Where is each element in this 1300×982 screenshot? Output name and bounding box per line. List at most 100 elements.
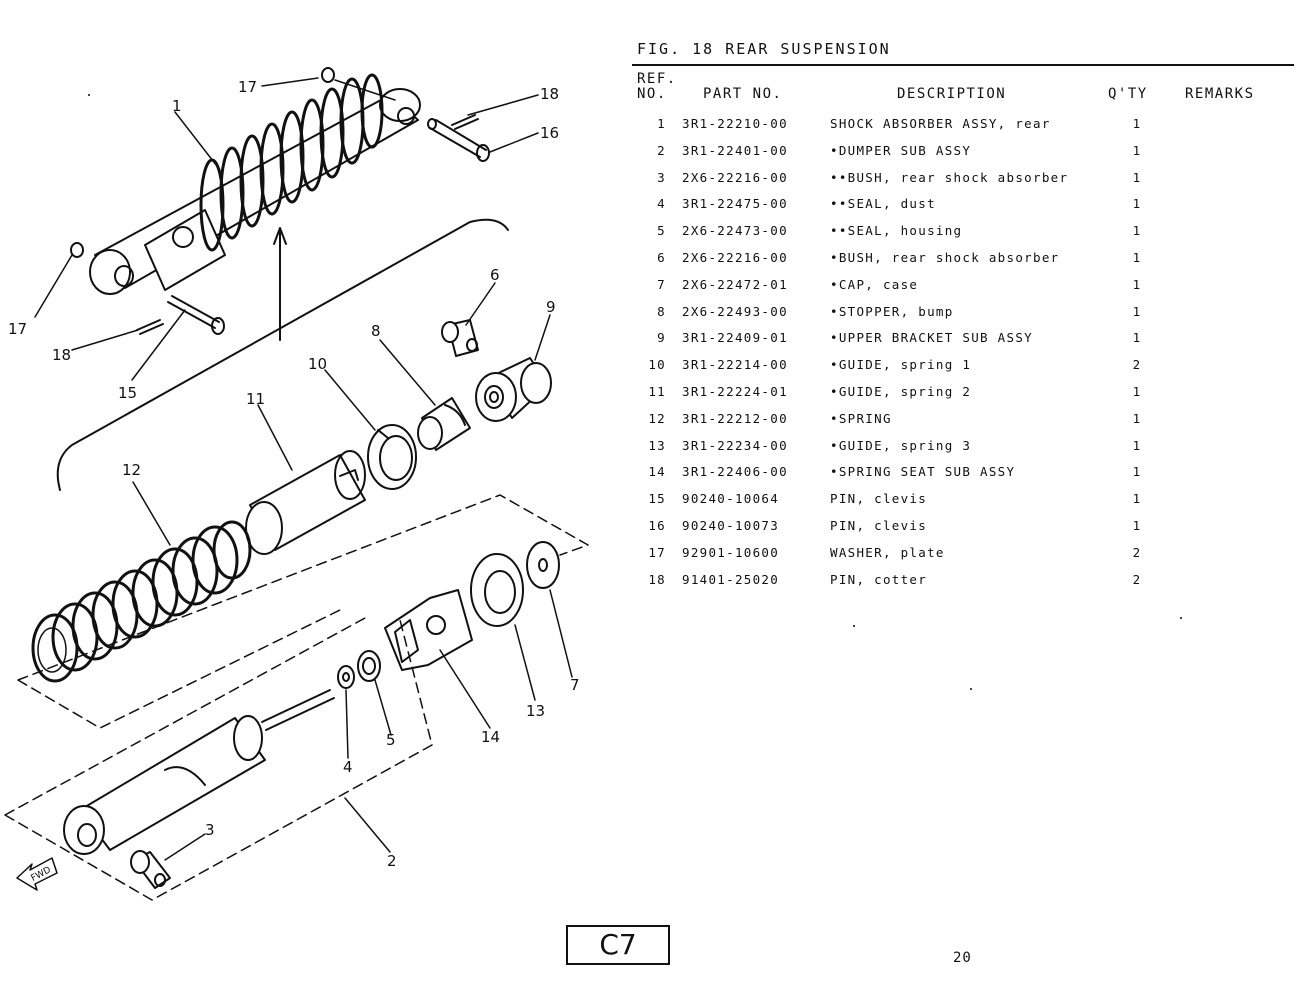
- description: PIN, clevis: [830, 491, 928, 507]
- header-ref-line2: NO.: [637, 86, 667, 102]
- table-row: 10 3R1-22214-00 •GUIDE, spring 1 2: [632, 352, 1294, 379]
- callout-1: 1: [172, 97, 182, 115]
- ref-no: 15: [648, 491, 666, 507]
- part-no: 90240-10073: [682, 517, 780, 533]
- qty: 2: [1132, 357, 1142, 373]
- header-description: DESCRIPTION: [897, 86, 1007, 102]
- callout-3: 3: [205, 821, 215, 839]
- bump-stopper-8: [417, 397, 471, 451]
- part-no: 2X6-22216-00: [682, 169, 788, 185]
- qty: 1: [1132, 169, 1142, 185]
- part-no: 2X6-22493-00: [682, 303, 788, 319]
- callout-15: 15: [118, 384, 137, 402]
- callout-8: 8: [371, 322, 381, 340]
- qty: 1: [1132, 303, 1142, 319]
- shock-absorber-assy: [89, 73, 421, 295]
- qty: 1: [1132, 142, 1142, 158]
- scan-speck: [853, 625, 855, 627]
- header-ref-line1: REF.: [637, 71, 677, 87]
- part-no: 3R1-22224-01: [682, 383, 788, 399]
- description: ••BUSH, rear shock absorber: [830, 169, 1069, 185]
- pin-16: [427, 118, 490, 162]
- ref-no: 17: [648, 544, 666, 560]
- ref-no: 4: [657, 196, 666, 212]
- description: •GUIDE, spring 1: [830, 357, 972, 373]
- part-no: 3R1-22214-00: [682, 357, 788, 373]
- scan-speck: [970, 688, 972, 690]
- upper-bracket-9: [475, 357, 552, 422]
- exploded-diagram: 17 18 16 1 17 18 15 6 9 8 10 11 12 3 4 5…: [0, 0, 640, 982]
- spring-seat-14: [384, 589, 473, 671]
- bush-3: [130, 850, 171, 889]
- qty: 1: [1132, 491, 1142, 507]
- damper-2: [63, 689, 335, 855]
- qty: 1: [1132, 330, 1142, 346]
- header-remarks: REMARKS: [1185, 86, 1255, 102]
- washer-17-top: [321, 67, 335, 83]
- ref-no: 5: [657, 223, 666, 239]
- qty: 1: [1132, 249, 1142, 265]
- part-no: 3R1-22409-01: [682, 330, 788, 346]
- spring-guide-13: [470, 553, 524, 627]
- qty: 1: [1132, 464, 1142, 480]
- ref-no: 10: [648, 357, 666, 373]
- ref-no: 13: [648, 437, 666, 453]
- scan-speck: [88, 94, 90, 96]
- washer-17-left: [70, 242, 84, 258]
- description: •SPRING: [830, 410, 892, 426]
- description: •DUMPER SUB ASSY: [830, 142, 972, 158]
- description: •STOPPER, bump: [830, 303, 954, 319]
- callout-18-top: 18: [540, 85, 559, 103]
- callout-16: 16: [540, 124, 559, 142]
- page-number: 20: [953, 950, 972, 966]
- assembly-boundary: [56, 218, 509, 491]
- callout-14: 14: [481, 728, 500, 746]
- ref-no: 14: [648, 464, 666, 480]
- description: •UPPER BRACKET SUB ASSY: [830, 330, 1033, 346]
- figure-title: FIG. 18 REAR SUSPENSION: [637, 40, 891, 58]
- description: •CAP, case: [830, 276, 919, 292]
- qty: 1: [1132, 517, 1142, 533]
- description: •BUSH, rear shock absorber: [830, 249, 1060, 265]
- part-no: 3R1-22212-00: [682, 410, 788, 426]
- table-row: 6 2X6-22216-00 •BUSH, rear shock absorber 1: [632, 245, 1294, 272]
- ref-no: 1: [657, 116, 666, 131]
- page-code-box: C7: [566, 925, 670, 965]
- ref-no: 11: [648, 383, 666, 399]
- scan-speck: [1180, 617, 1182, 619]
- housing-seal-5: [357, 650, 381, 682]
- callout-labels: 17 18 16 1 17 18 15 6 9 8 10 11 12 3 4 5…: [8, 78, 580, 884]
- cap-7: [526, 541, 560, 589]
- ref-no: 6: [657, 249, 666, 265]
- qty: 1: [1132, 116, 1142, 131]
- description: WASHER, plate: [830, 544, 945, 560]
- spring-12: [31, 520, 252, 683]
- header-qty: Q'TY: [1108, 86, 1148, 102]
- callout-4: 4: [343, 758, 353, 776]
- ref-no: 2: [657, 142, 666, 158]
- description: •SPRING SEAT SUB ASSY: [830, 464, 1016, 480]
- callout-13: 13: [526, 702, 545, 720]
- callout-18-left: 18: [52, 346, 71, 364]
- description: •GUIDE, spring 3: [830, 437, 972, 453]
- ref-no: 18: [648, 571, 666, 587]
- part-no: 2X6-22473-00: [682, 223, 788, 239]
- part-no: 2X6-22216-00: [682, 249, 788, 265]
- bush-6: [441, 319, 479, 357]
- callout-5: 5: [386, 731, 396, 749]
- qty: 2: [1132, 544, 1142, 560]
- callout-7: 7: [570, 676, 580, 694]
